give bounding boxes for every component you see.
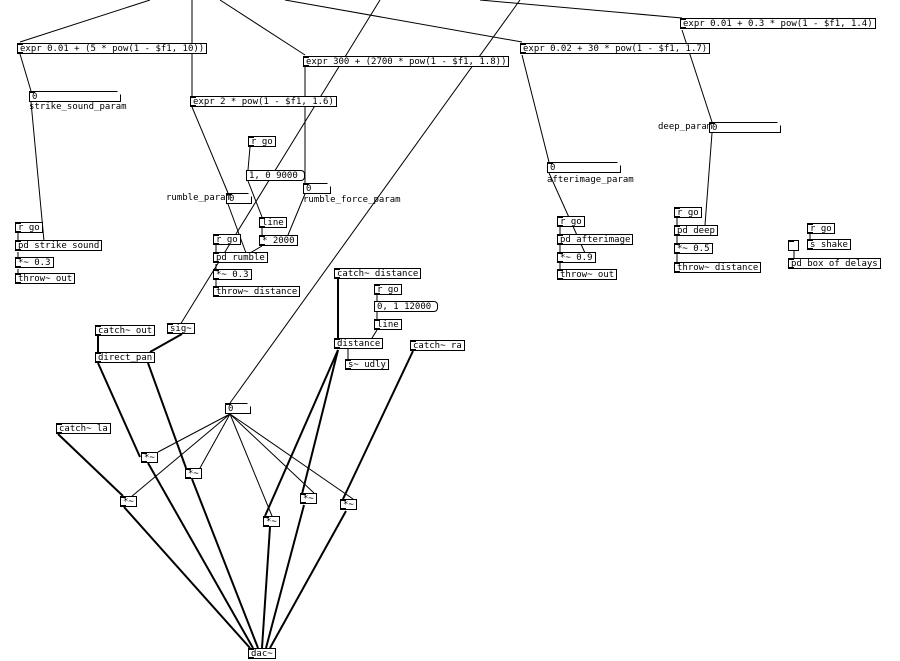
line-distance[interactable]: line [374,319,402,330]
receive-go-strike[interactable]: r go [15,222,43,233]
expr-strike[interactable]: expr 0.01 + (5 * pow(1 - $f1, 10)) [17,43,208,54]
label-deep-param: deep_param [658,122,713,132]
expr-force[interactable]: expr 300 + (2700 * pow(1 - $f1, 1.8)) [303,56,510,67]
pd-deep[interactable]: pd deep [674,225,718,236]
mul-b[interactable]: *~ [185,468,202,479]
number-strike[interactable]: 0 [29,91,121,102]
direct-pan[interactable]: direct_pan [95,352,156,363]
dac-output[interactable]: dac~ [248,648,276,659]
mul-rumble[interactable]: *~ 0.3 [213,269,252,280]
catch-distance[interactable]: catch~ distance [334,268,422,279]
number-afterimage[interactable]: 0 [547,162,621,173]
receive-go-rumble-env[interactable]: r go [248,136,276,147]
number-deep[interactable]: 0 [709,122,781,133]
pd-rumble[interactable]: pd rumble [213,252,268,263]
expr-deep[interactable]: expr 0.01 + 0.3 * pow(1 - $f1, 1.4) [680,18,876,29]
pd-strike-sound[interactable]: pd strike sound [15,240,103,251]
mul-f[interactable]: *~ [340,499,357,510]
sig-object[interactable]: sig~ [167,323,195,334]
pd-afterimage[interactable]: pd afterimage [557,234,634,245]
catch-out[interactable]: catch~ out [95,325,156,336]
send-shake[interactable]: s shake [807,239,851,250]
expr-rumble[interactable]: expr 2 * pow(1 - $f1, 1.6) [190,96,337,107]
send-udly[interactable]: s~ udly [345,359,389,370]
catch-la[interactable]: catch~ la [56,423,111,434]
message-rumble-env[interactable]: 1, 0 9000 [246,170,305,181]
throw-rumble[interactable]: throw~ distance [213,286,301,297]
label-rumble-param: rumble_param [166,193,232,203]
throw-afterimage[interactable]: throw~ out [557,269,618,280]
bang-button[interactable] [788,240,799,251]
expr-afterimage[interactable]: expr 0.02 + 30 * pow(1 - $f1, 1.7) [520,43,711,54]
line-rumble[interactable]: line [259,217,287,228]
number-force[interactable]: 0 [303,183,331,194]
number-rumble[interactable]: 0 [226,193,252,204]
mul-e[interactable]: *~ [300,493,317,504]
receive-go-distance[interactable]: r go [374,284,402,295]
catch-ra[interactable]: catch~ ra [410,340,465,351]
message-distance-env[interactable]: 0, 1 12000 [374,301,439,312]
label-afterimage-param: afterimage_param [547,175,634,185]
label-rumble-force-param: rumble_force_param [303,195,401,205]
receive-go-shake[interactable]: r go [807,223,835,234]
distance-object[interactable]: distance [334,338,384,349]
mul-strike[interactable]: *~ 0.3 [15,257,54,268]
mul-d[interactable]: *~ [263,516,280,527]
throw-strike[interactable]: throw~ out [15,273,76,284]
receive-go-rumble[interactable]: r go [213,234,241,245]
number-master[interactable]: 0 [225,403,251,414]
label-strike-sound-param: strike_sound_param [29,102,127,112]
throw-deep[interactable]: throw~ distance [674,262,762,273]
mul-afterimage[interactable]: *~ 0.9 [557,252,596,263]
receive-go-deep[interactable]: r go [674,207,702,218]
receive-go-afterimage[interactable]: r go [557,216,585,227]
mul-a[interactable]: *~ [141,452,158,463]
pd-box-of-delays[interactable]: pd box of delays [788,258,881,269]
mul-c[interactable]: *~ [120,496,137,507]
mul-deep[interactable]: *~ 0.5 [674,243,713,254]
mul-2000[interactable]: * 2000 [259,235,298,246]
